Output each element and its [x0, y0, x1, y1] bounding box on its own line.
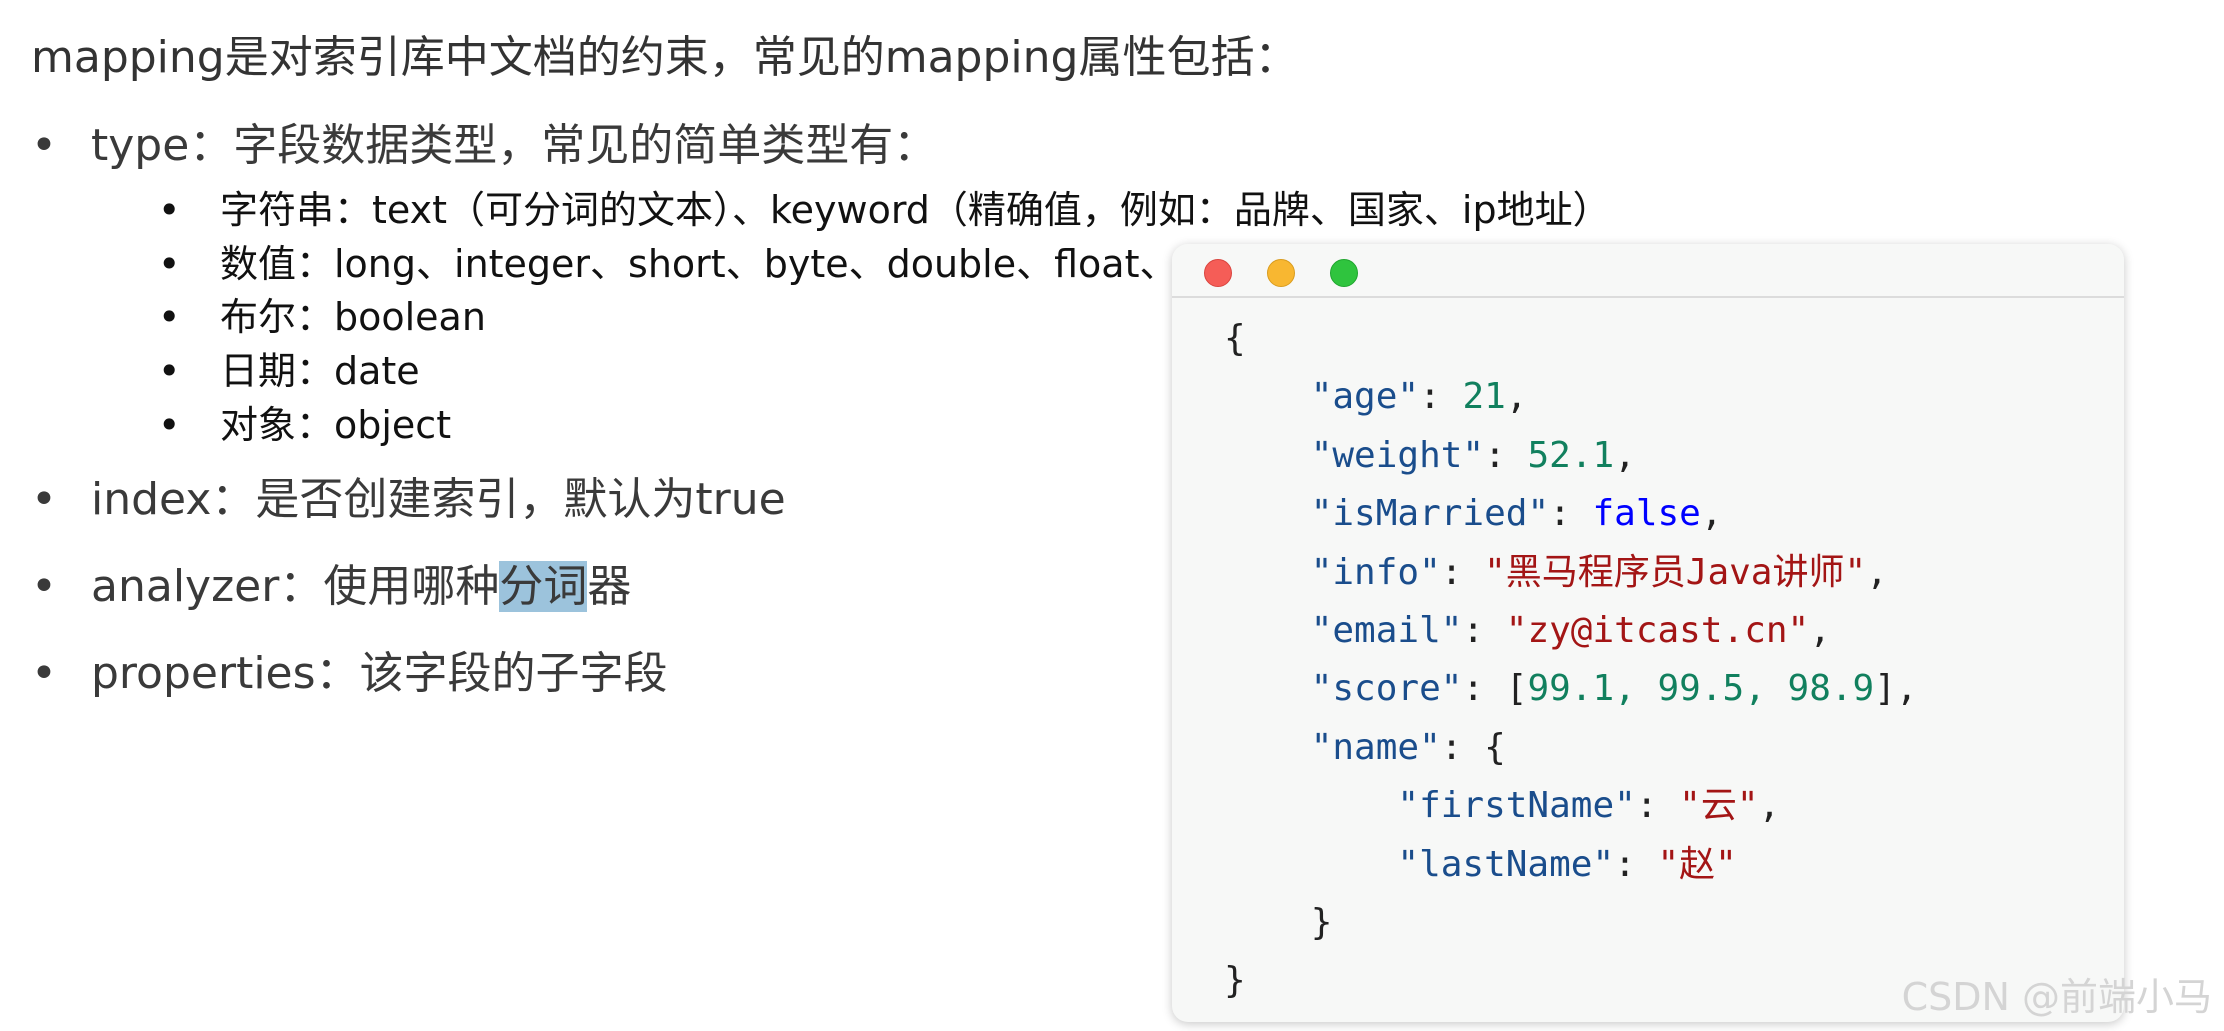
- code-line: "lastName": "赵": [1397, 843, 1737, 885]
- bullet-icon: •: [158, 188, 181, 232]
- bullet-icon: •: [158, 295, 181, 339]
- open-brace: {: [1224, 318, 1246, 359]
- close-dot-icon: [1204, 259, 1232, 287]
- code-line: "score": [99.1, 99.5, 98.9],: [1310, 668, 1918, 710]
- selected-text-highlight: 分词: [499, 561, 588, 612]
- index-item-text: index：是否创建索引，默认为true: [91, 474, 786, 525]
- code-line: "weight": 52.1,: [1310, 434, 1636, 476]
- sub-item-text: 字符串：text（可分词的文本）、keyword（精确值，例如：品牌、国家、ip…: [220, 188, 1611, 232]
- json-value-score: 99.1, 99.5, 98.9: [1527, 668, 1875, 710]
- bullet-icon: •: [31, 648, 57, 699]
- code-line: }: [1224, 952, 1918, 1010]
- code-window: { "age": 21, "weight": 52.1, "isMarried"…: [1172, 244, 2124, 1022]
- code-line: "firstName": "云",: [1397, 785, 1781, 827]
- window-titlebar: [1172, 244, 2124, 298]
- inner-close-brace: }: [1310, 901, 1333, 943]
- bullet-icon: •: [158, 349, 181, 393]
- code-line: }: [1224, 894, 1918, 952]
- json-value-lastname: "赵": [1657, 843, 1737, 885]
- bullet-icon: •: [158, 242, 181, 286]
- sub-item-text: 日期：date: [220, 349, 420, 393]
- json-key-firstname: "firstName": [1397, 785, 1636, 827]
- maximize-dot-icon: [1330, 259, 1358, 287]
- analyzer-text-after: 器: [587, 561, 632, 612]
- bullet-icon: •: [31, 561, 57, 612]
- json-value-email: "zy@itcast.cn": [1505, 609, 1810, 651]
- json-value-weight: 52.1: [1527, 434, 1615, 476]
- json-key-ismarried: "isMarried": [1310, 493, 1550, 535]
- analyzer-text-before: analyzer：使用哪种: [91, 561, 500, 612]
- sub-item-text: 对象：object: [220, 403, 452, 447]
- minimize-dot-icon: [1267, 259, 1295, 287]
- code-line: "isMarried": false,: [1310, 493, 1723, 535]
- close-brace: }: [1224, 960, 1246, 1002]
- bullet-icon: •: [31, 474, 57, 525]
- json-key-name: "name": [1310, 726, 1441, 768]
- json-value-firstname: "云": [1679, 785, 1759, 827]
- bullet-icon: •: [31, 120, 57, 171]
- json-key-weight: "weight": [1310, 434, 1485, 476]
- code-line: "name": {: [1310, 726, 1506, 768]
- code-line: "age": 21,: [1310, 376, 1528, 418]
- analyzer-item-text: analyzer：使用哪种分词器: [91, 557, 631, 617]
- json-value-ismarried: false: [1592, 493, 1701, 535]
- csdn-watermark: CSDN @前端小马: [1901, 975, 2212, 1019]
- sub-item-text: 数值：long、integer、short、byte、double、float、: [220, 242, 1178, 286]
- json-key-age: "age": [1310, 376, 1420, 418]
- json-key-score: "score": [1310, 668, 1463, 710]
- code-line: {: [1224, 310, 1918, 368]
- json-key-info: "info": [1310, 551, 1441, 593]
- bullet-icon: •: [158, 403, 181, 447]
- json-code-block: { "age": 21, "weight": 52.1, "isMarried"…: [1224, 310, 1918, 1011]
- json-key-email: "email": [1310, 609, 1463, 651]
- code-line: "info": "黑马程序员Java讲师",: [1310, 551, 1888, 593]
- json-value-info: "黑马程序员Java讲师": [1484, 551, 1867, 593]
- code-line: "email": "zy@itcast.cn",: [1310, 609, 1831, 651]
- type-item-text: type：字段数据类型，常见的简单类型有：: [91, 120, 938, 171]
- json-key-lastname: "lastName": [1397, 843, 1615, 885]
- json-value-age: 21: [1462, 376, 1506, 418]
- properties-item-text: properties：该字段的子字段: [91, 648, 668, 699]
- intro-text: mapping是对索引库中文档的约束，常见的mapping属性包括：: [31, 32, 1299, 83]
- sub-item-text: 布尔：boolean: [220, 295, 486, 339]
